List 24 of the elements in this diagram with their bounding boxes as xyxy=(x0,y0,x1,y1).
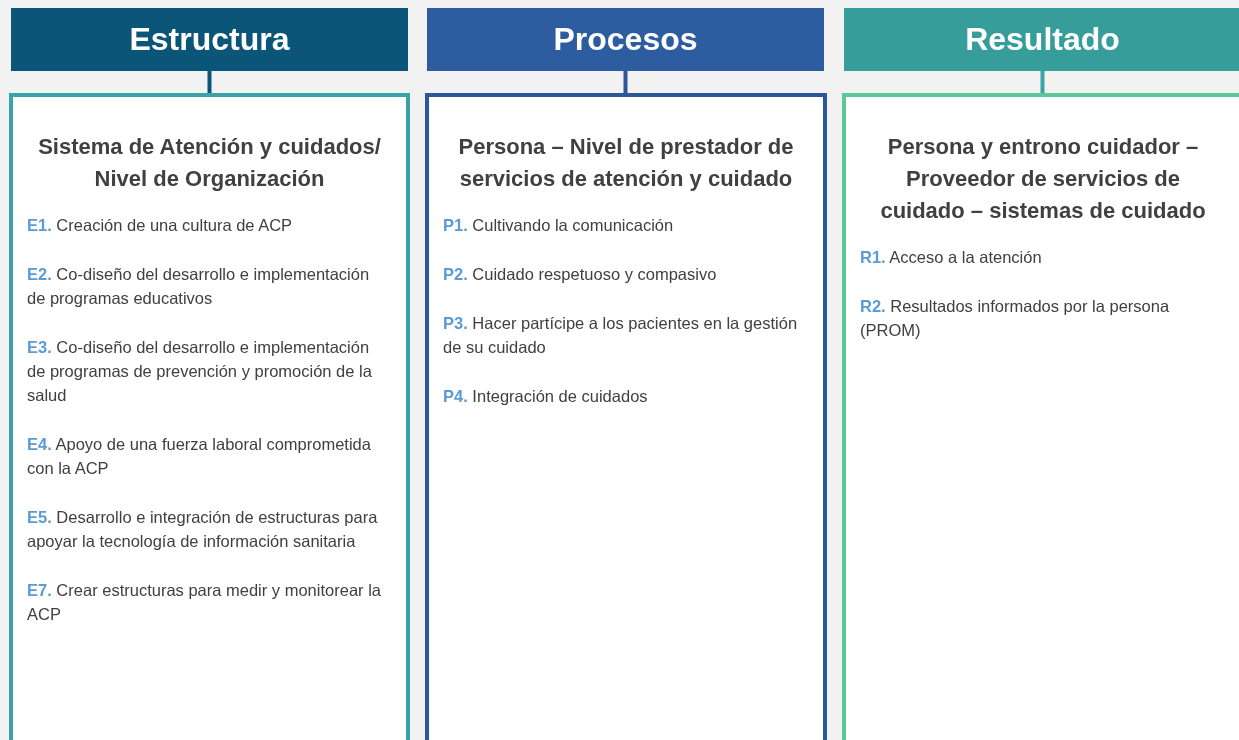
list-item: E1. Creación de una cultura de ACP xyxy=(27,215,294,236)
panel-heading: Persona – Nivel de prestador de servicios de atención y cuidado xyxy=(457,133,795,193)
column-header: Resultado xyxy=(844,8,1239,71)
column-panel xyxy=(842,93,1239,740)
list-item: P1. Cultivando la comunicación xyxy=(443,215,675,236)
list-item: E3. Co-diseño del desarrollo e implementación de programas de prevención y promoción de la salud xyxy=(27,337,373,406)
list-item: E2. Co-diseño del desarrollo e implementación de programas educativos xyxy=(27,264,371,309)
connector-line xyxy=(1040,71,1045,93)
list-item: P3. Hacer partícipe a los pacientes en la gestión de su cuidado xyxy=(443,313,799,358)
list-item: E7. Crear estructuras para medir y monitorear la ACP xyxy=(27,580,382,625)
connector-line xyxy=(623,71,628,93)
column-panel xyxy=(9,93,410,740)
list-item: E4. Apoyo de una fuerza laboral comprometida con la ACP xyxy=(27,434,372,479)
list-item: R2. Resultados informados por la persona (PROM) xyxy=(860,296,1171,341)
list-item: P4. Integración de cuidados xyxy=(443,386,649,407)
list-item: R1. Acceso a la atención xyxy=(860,247,1043,268)
panel-heading: Sistema de Atención y cuidados/ Nivel de Organización xyxy=(37,133,382,193)
column-panel xyxy=(425,93,827,740)
list-item: E5. Desarrollo e integración de estructuras para apoyar la tecnología de información sanitaria xyxy=(27,507,379,552)
panel-heading: Persona y entrono cuidador – Proveedor de servicios de cuidado – sistemas de cuidado xyxy=(879,133,1207,225)
column-header: Estructura xyxy=(11,8,408,71)
column-header: Procesos xyxy=(427,8,824,71)
list-item: P2. Cuidado respetuoso y compasivo xyxy=(443,264,718,285)
connector-line xyxy=(207,71,212,93)
